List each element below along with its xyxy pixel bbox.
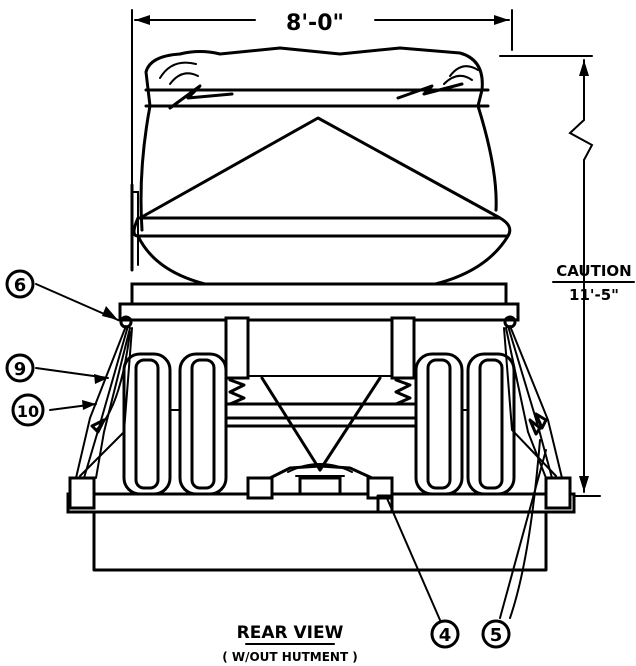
callout-4: 4 xyxy=(430,619,460,649)
view-title: REAR VIEW ( W/OUT HUTMENT ) xyxy=(222,623,358,664)
callout-9: 9 xyxy=(5,353,35,383)
callout-leaders xyxy=(35,283,547,621)
width-dimension: 8'-0" xyxy=(131,9,513,271)
base-platform xyxy=(66,463,576,572)
boat-hull xyxy=(132,116,512,292)
callout-4-label: 4 xyxy=(439,625,452,646)
view-title-sub: ( W/OUT HUTMENT ) xyxy=(222,650,358,664)
height-value-label: 11'-5" xyxy=(569,286,619,304)
callout-10-label: 10 xyxy=(17,402,39,421)
tie-downs xyxy=(75,315,563,479)
callout-5: 5 xyxy=(481,619,511,649)
callout-10: 10 xyxy=(11,393,45,427)
callout-9-label: 9 xyxy=(14,359,27,380)
caution-label: CAUTION xyxy=(556,262,631,280)
cargo-tarp xyxy=(130,46,498,272)
callout-5-label: 5 xyxy=(490,625,503,646)
callout-6: 6 xyxy=(5,269,35,299)
width-dimension-label: 8'-0" xyxy=(286,11,344,36)
height-dimension: CAUTION 11'-5" xyxy=(499,55,635,497)
callout-6-label: 6 xyxy=(14,275,27,296)
wheels xyxy=(122,352,516,496)
view-title-main: REAR VIEW xyxy=(237,623,344,643)
